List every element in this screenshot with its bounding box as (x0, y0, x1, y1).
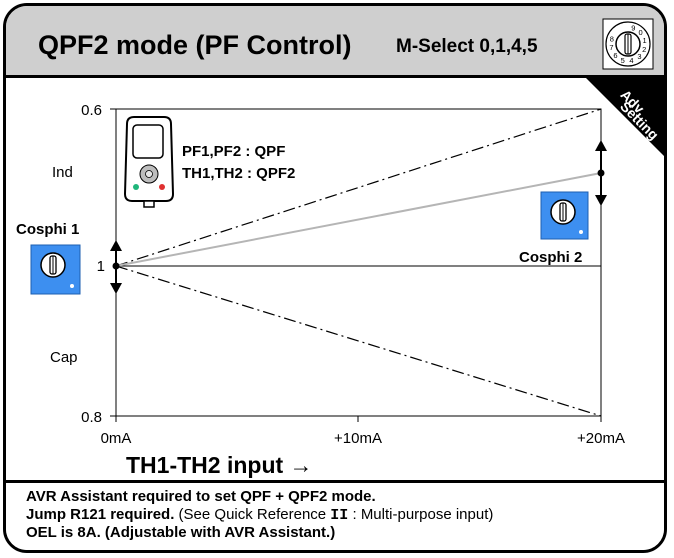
arrow-up-icon (595, 140, 607, 151)
cosphi1-label: Cosphi 1 (16, 221, 79, 238)
dial-digit: 7 (609, 43, 613, 52)
adv-setting-badge (586, 78, 664, 156)
origin-point (112, 262, 120, 270)
qpf2-mode-card: Adv. Setting 0.6 0.8 1 Ind Cap 0mA (3, 3, 667, 553)
cosphi1-knob-icon (30, 244, 81, 295)
x-label-0: 0mA (101, 430, 132, 447)
dial-digit: 1 (643, 36, 647, 45)
jumper-note-text-a: (See Quick Reference (174, 506, 331, 523)
ind-label: Ind (52, 164, 73, 181)
header-bar: QPF2 mode (PF Control) M-Select 0,1,4,5 … (6, 6, 664, 78)
mselect-label: M-Select 0,1,4,5 (396, 36, 538, 57)
dial-digit: 2 (642, 45, 646, 54)
footer-note-oel: OEL is 8A. (Adjustable with AVR Assistan… (26, 524, 336, 541)
arrow-down-icon (110, 283, 122, 294)
dial-digit: 6 (613, 51, 617, 60)
y-label-bottom: 0.8 (81, 409, 102, 426)
dial-digit: 5 (621, 56, 625, 65)
remote-controller-icon (123, 116, 175, 208)
upper-limit-line (115, 108, 602, 267)
y-label-top: 0.6 (81, 102, 102, 119)
x-label-10: +10mA (334, 430, 382, 447)
dial-digit: 8 (610, 34, 614, 43)
dial-digit: 3 (637, 52, 641, 61)
pf-control-diagram: Adv. Setting 0.6 0.8 1 Ind Cap 0mA (16, 78, 664, 478)
qpf2-ramp-line (115, 172, 602, 267)
dial-digit: 4 (629, 56, 633, 65)
remote-line-2: TH1,TH2 : QPF2 (182, 165, 295, 182)
dial-digit: 9 (631, 23, 635, 32)
page-title: QPF2 mode (PF Control) (38, 30, 352, 60)
cosphi2-knob-icon (540, 191, 589, 240)
jumper-note-bold: Jump R121 required. (26, 506, 175, 523)
jumper-note-text-b: : Multi-purpose input) (348, 506, 494, 523)
arrow-down-icon (595, 195, 607, 206)
cap-label: Cap (50, 349, 78, 366)
lower-limit-line (115, 265, 602, 417)
x-label-20: +20mA (577, 430, 625, 447)
dial-digit: 0 (639, 28, 643, 37)
footer-note-avr: AVR Assistant required to set QPF + QPF2… (26, 488, 376, 505)
quick-reference-number: II (330, 507, 349, 524)
footer-note-jumper: Jump R121 required. (See Quick Reference… (26, 506, 493, 524)
footer-notes: AVR Assistant required to set QPF + QPF2… (6, 480, 664, 550)
x-axis-title: TH1-TH2 input → (126, 452, 313, 478)
remote-line-1: PF1,PF2 : QPF (182, 143, 285, 160)
cosphi2-label: Cosphi 2 (519, 249, 582, 266)
arrow-up-icon (110, 240, 122, 251)
end-point (597, 169, 605, 177)
y-label-unity: 1 (97, 258, 105, 275)
